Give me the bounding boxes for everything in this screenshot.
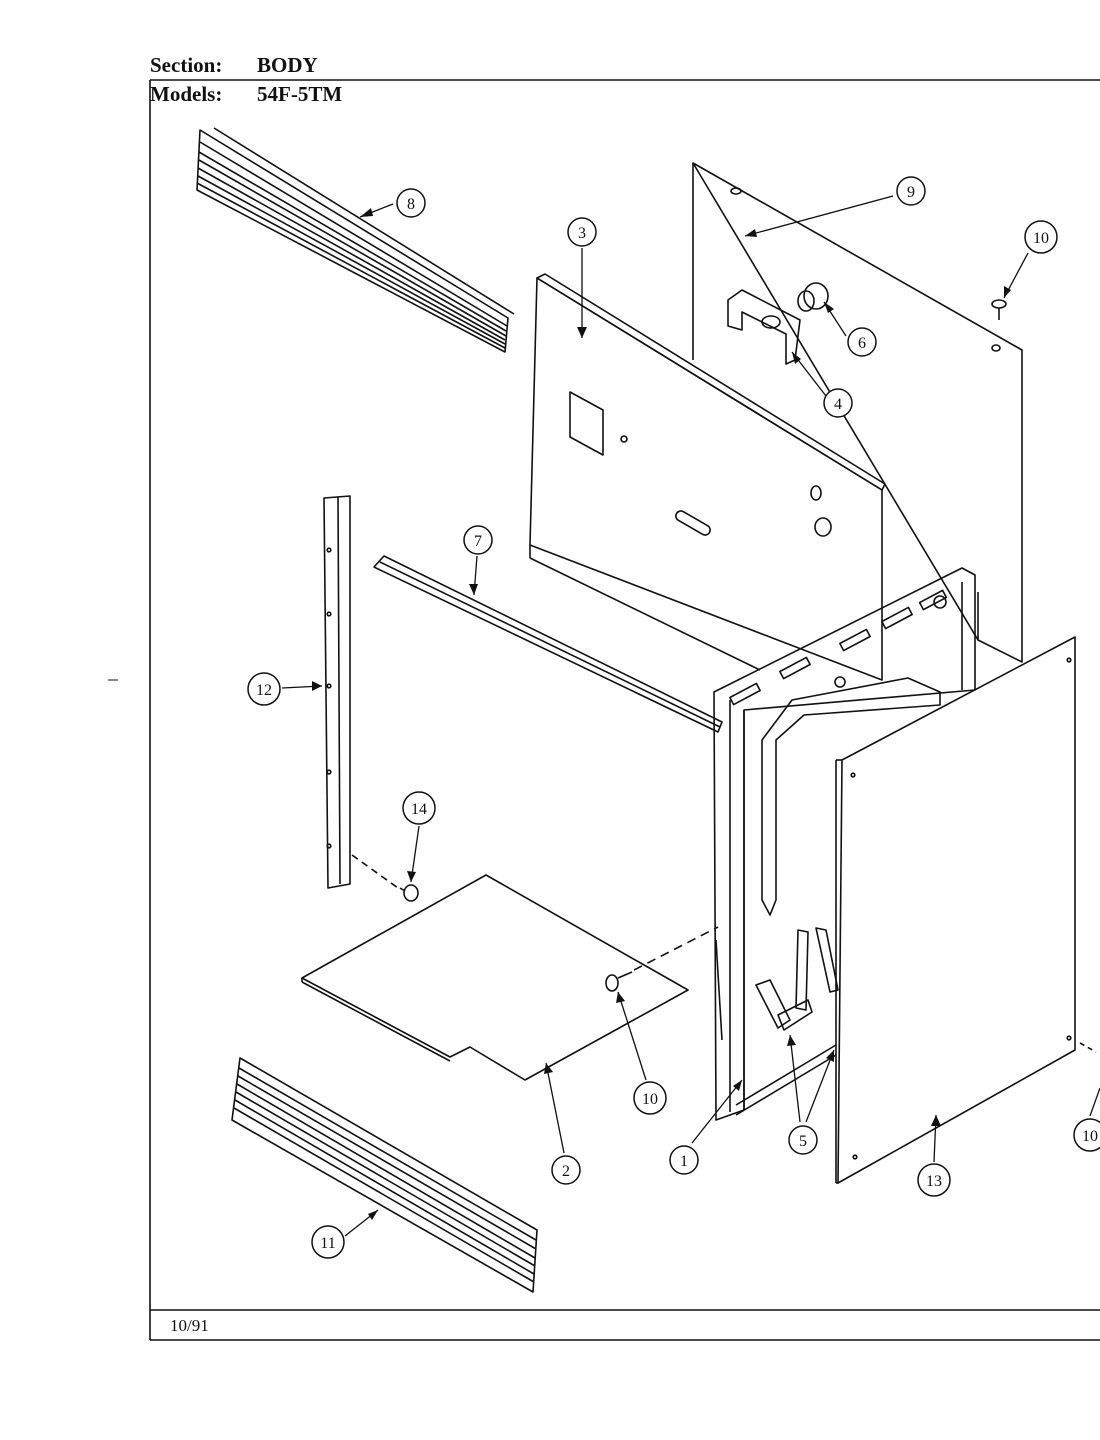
svg-text:2: 2 <box>562 1163 570 1180</box>
svg-text:13: 13 <box>926 1173 942 1190</box>
callout-11: 11 <box>311 1225 345 1259</box>
part-5-hinges <box>755 927 839 1031</box>
callout-3: 3 <box>567 217 597 247</box>
revision-date: 10/91 <box>170 1316 209 1335</box>
section-value: BODY <box>257 53 318 77</box>
svg-text:3: 3 <box>578 225 586 242</box>
svg-text:5: 5 <box>799 1133 807 1150</box>
part-14-small-screw <box>351 854 419 902</box>
callout-9: 9 <box>896 176 926 206</box>
svg-text:10: 10 <box>1033 230 1049 247</box>
part-8-top-vent-grille <box>196 127 515 353</box>
part-4-bracket <box>727 289 801 365</box>
callout-10-right: 10 <box>1073 1118 1100 1152</box>
svg-text:4: 4 <box>834 396 842 413</box>
callout-5: 5 <box>788 1125 818 1155</box>
part-9-back-panel <box>692 162 1023 663</box>
callout-10-top: 10 <box>1024 220 1058 254</box>
svg-text:14: 14 <box>411 801 427 818</box>
part-10-top-screw <box>991 299 1007 320</box>
callout-8: 8 <box>396 188 426 218</box>
svg-text:11: 11 <box>320 1235 335 1252</box>
part-3-inner-back-panel <box>529 273 886 681</box>
section-label: Section: <box>150 53 223 77</box>
svg-text:9: 9 <box>907 184 915 201</box>
callout-4: 4 <box>823 388 853 418</box>
models-label: Models: <box>150 82 223 106</box>
svg-text:7: 7 <box>474 533 482 550</box>
callout-6: 6 <box>847 327 877 357</box>
svg-text:10: 10 <box>1082 1128 1098 1145</box>
part-7-front-strip <box>373 555 723 733</box>
callout-10-middle: 10 <box>633 1081 667 1115</box>
models-value: 54F-5TM <box>257 82 343 106</box>
callout-13: 13 <box>917 1163 951 1197</box>
callout-7: 7 <box>463 525 493 555</box>
part-1-body-frame <box>713 567 976 1121</box>
part-11-bottom-vent-grille <box>231 1057 538 1293</box>
leader-arrowheads <box>312 208 1011 1220</box>
part-12-side-trim <box>323 495 351 889</box>
callout-2: 2 <box>551 1155 581 1185</box>
svg-text:10: 10 <box>642 1091 658 1108</box>
part-10-middle-screw <box>605 926 719 992</box>
callouts: 8 9 3 10 6 4 7 12 14 10 2 1 5 13 11 10 <box>247 176 1100 1259</box>
svg-text:1: 1 <box>680 1153 688 1170</box>
leader-lines <box>281 195 1100 1237</box>
part-2-floor-panel <box>301 874 689 1081</box>
callout-12: 12 <box>247 672 281 706</box>
svg-text:8: 8 <box>407 196 415 213</box>
part-13-side-panel <box>835 636 1097 1184</box>
svg-text:12: 12 <box>256 682 272 699</box>
part-6-grommet <box>797 282 829 312</box>
callout-14: 14 <box>402 791 436 825</box>
callout-1: 1 <box>669 1145 699 1175</box>
svg-text:6: 6 <box>858 335 866 352</box>
